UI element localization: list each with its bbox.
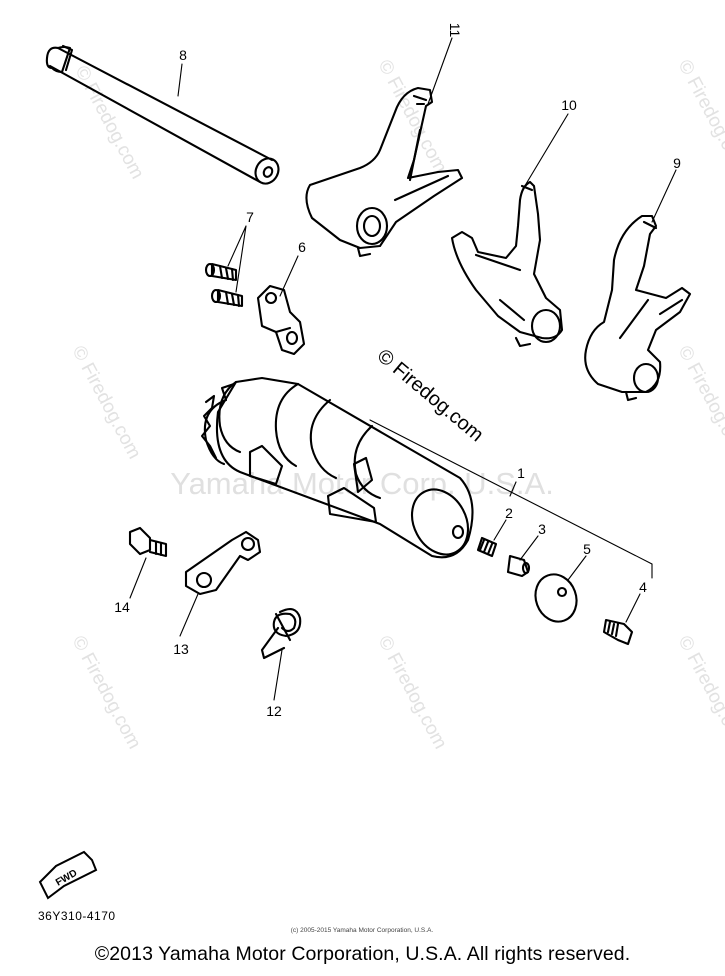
callout-11: 11 (447, 23, 463, 38)
callout-3: 3 (538, 521, 546, 537)
watermark-band: Yamaha Motor Corp. U.S.A. (170, 466, 554, 501)
bolt-14 (128, 526, 168, 558)
watermark-small: © Firedog.com (374, 632, 451, 752)
leader-lines (129, 37, 677, 701)
shift-fork-9 (584, 214, 692, 402)
screws-7 (204, 262, 244, 308)
callout-13: 13 (173, 641, 189, 657)
line-art (45, 37, 692, 701)
pin-3 (506, 554, 531, 578)
callout-2: 2 (505, 505, 513, 521)
shift-fork-10 (450, 180, 564, 348)
shift-drum-1 (200, 376, 474, 559)
lever-13 (184, 530, 262, 596)
washer-5 (534, 573, 578, 623)
fwd-arrow-icon: FWD (38, 850, 98, 900)
watermark-small: © Firedog.com (674, 632, 725, 752)
callout-7: 7 (246, 209, 254, 225)
callout-5: 5 (583, 541, 591, 557)
callout-4: 4 (639, 579, 647, 595)
watermark-center: © Firedog.com (373, 345, 488, 446)
callouts: 1 2 3 4 5 6 7 8 9 10 11 12 13 14 (114, 23, 681, 719)
callout-8: 8 (179, 47, 187, 63)
guide-bar-8 (45, 44, 280, 185)
shift-fork-11 (305, 86, 464, 258)
watermark-small: © Firedog.com (68, 342, 145, 462)
watermark-small: © Firedog.com (68, 632, 145, 752)
callout-12: 12 (266, 703, 282, 719)
callout-10: 10 (561, 97, 577, 113)
watermark-small: © Firedog.com (71, 62, 148, 182)
callout-6: 6 (298, 239, 306, 255)
footer-copyright: ©2013 Yamaha Motor Corporation, U.S.A. A… (94, 943, 631, 965)
watermark-small: © Firedog.com (674, 342, 725, 462)
callout-1: 1 (517, 465, 525, 481)
small-copyright: (c) 2005-2015 Yamaha Motor Corporation, … (291, 927, 434, 934)
watermark-small: © Firedog.com (674, 56, 725, 176)
screw-4 (602, 618, 634, 646)
stopper-plate-6 (256, 284, 306, 356)
watermark-layer: © Firedog.com © Firedog.com © Firedog.co… (68, 56, 725, 752)
callout-14: 14 (114, 599, 130, 615)
part-code: 36Y310-4170 (38, 909, 116, 923)
torsion-spring-12 (260, 608, 302, 660)
spring-2 (476, 536, 498, 558)
callout-9: 9 (673, 155, 681, 171)
